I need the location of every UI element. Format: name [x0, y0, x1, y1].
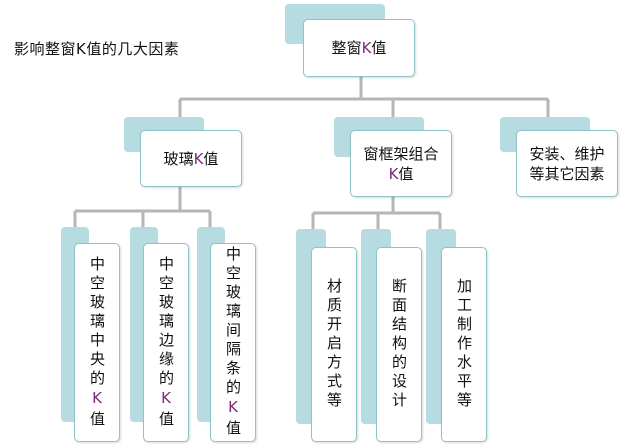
glass-child-1-label: 中空玻璃中央的K值 [88, 255, 106, 430]
frame-child-2-label: 断面结构的设计 [390, 278, 408, 411]
other-label-line2: 等其它因素 [529, 164, 605, 183]
page-title: 影响整窗K值的几大因素 [14, 40, 180, 58]
other-label-line1: 安装、维护 [529, 144, 605, 163]
glass-child-2-label: 中空玻璃边缘的K值 [157, 255, 175, 430]
frame-child-1-label: 材质开启方式等 [325, 278, 343, 411]
glass-child-3-label: 中空玻璃间隔条的K值 [224, 246, 242, 439]
frame-label-line1: 窗框架组合 [363, 144, 439, 163]
root-label: 整窗K值 [331, 39, 387, 57]
frame-child-3-label: 加工制作水平等 [455, 278, 473, 411]
frame-label-line2: K值 [388, 164, 414, 183]
glass-label: 玻璃K值 [163, 149, 219, 168]
